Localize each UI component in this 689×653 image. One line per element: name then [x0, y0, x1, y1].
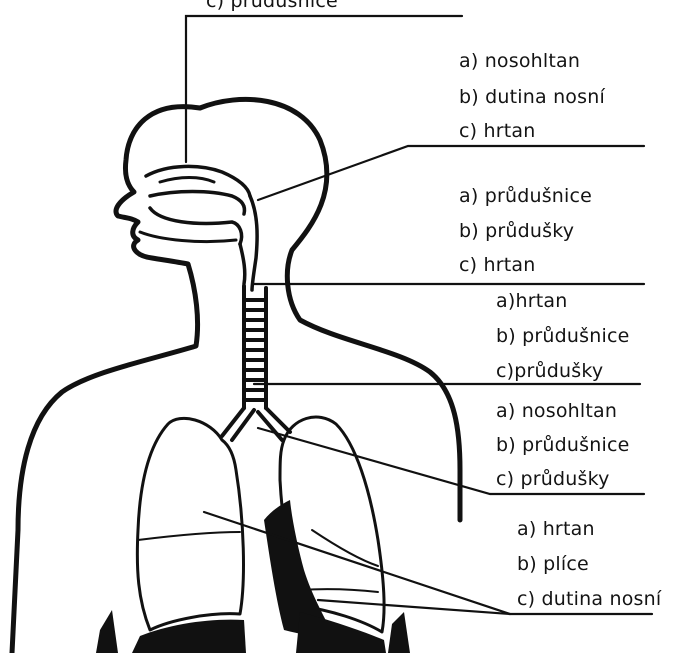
group2-option-b[interactable]: b) průdušky [459, 220, 574, 242]
leader-line-5b [318, 600, 510, 614]
group3-option-a[interactable]: a)hrtan [496, 290, 567, 312]
group3-option-c[interactable]: c)průdušky [496, 360, 603, 382]
group4-option-b[interactable]: b) průdušnice [496, 434, 630, 456]
group5-option-b[interactable]: b) plíce [517, 553, 589, 575]
body-outline [12, 107, 200, 653]
top-cut-label: c) průdušnice [206, 0, 338, 12]
left-lung-fissure [138, 532, 240, 540]
bronchus-left [222, 408, 254, 440]
group1-option-a[interactable]: a) nosohltan [459, 50, 580, 72]
lung-base-right [296, 612, 386, 653]
group4-option-c[interactable]: c) průdušky [496, 468, 610, 490]
group2-option-a[interactable]: a) průdušnice [459, 185, 592, 207]
right-lung-fissure-2 [312, 530, 378, 566]
shoulder-mark-left [96, 610, 118, 653]
left-lung-outline [137, 418, 243, 630]
group1-option-b[interactable]: b) dutina nosní [459, 86, 605, 108]
nasal-passage [150, 192, 245, 215]
group2-option-c[interactable]: c) hrtan [459, 254, 536, 276]
group3-option-b[interactable]: b) průdušnice [496, 325, 630, 347]
pharynx-wall [250, 196, 257, 290]
body-outline-right [200, 99, 460, 520]
group5-option-c[interactable]: c) dutina nosní [517, 588, 661, 610]
nasal-conchae [160, 178, 214, 183]
leader-line-top [186, 16, 462, 162]
group5-option-a[interactable]: a) hrtan [517, 518, 595, 540]
group1-option-c[interactable]: c) hrtan [459, 120, 536, 142]
group4-option-a[interactable]: a) nosohltan [496, 400, 617, 422]
mouth-floor [140, 232, 236, 242]
shoulder-mark-right [388, 612, 410, 653]
larynx-outline [240, 244, 245, 284]
